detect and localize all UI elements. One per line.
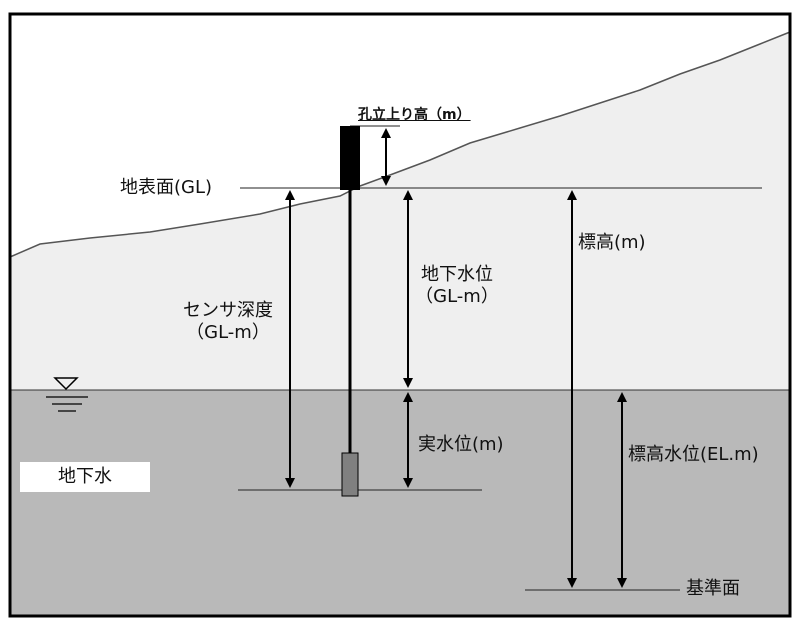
groundwater-label: 地下水: [58, 466, 112, 488]
well-casing: [340, 126, 360, 190]
groundwater-level-title: 地下水位: [421, 264, 493, 285]
sensor-depth-label: センサ深度 （GL-m）: [172, 300, 284, 343]
terrain-line: [9, 31, 791, 258]
groundwater-region: [10, 390, 790, 616]
groundwater-label-box: 地下水: [20, 462, 150, 492]
actual-water-level-label: 実水位(m): [418, 434, 504, 455]
elevation-label: 標高(m): [578, 232, 646, 253]
ground-surface-label: 地表面(GL): [120, 177, 213, 198]
elevation-water-level-label: 標高水位(EL.m): [628, 444, 759, 465]
groundwater-level-unit: （GL-m）: [415, 285, 499, 307]
sensor: [341, 452, 359, 497]
datum-label: 基準面: [686, 578, 740, 599]
water-table-symbol: [46, 377, 88, 412]
frame-border: [8, 12, 792, 618]
sensor-depth-title: センサ深度: [183, 300, 273, 321]
sensor-depth-unit: （GL-m）: [186, 321, 270, 343]
ground-region: [10, 32, 790, 390]
groundwater-level-label: 地下水位 （GL-m）: [412, 264, 502, 307]
casing-height-label: 孔立上り高（m）: [358, 107, 471, 123]
